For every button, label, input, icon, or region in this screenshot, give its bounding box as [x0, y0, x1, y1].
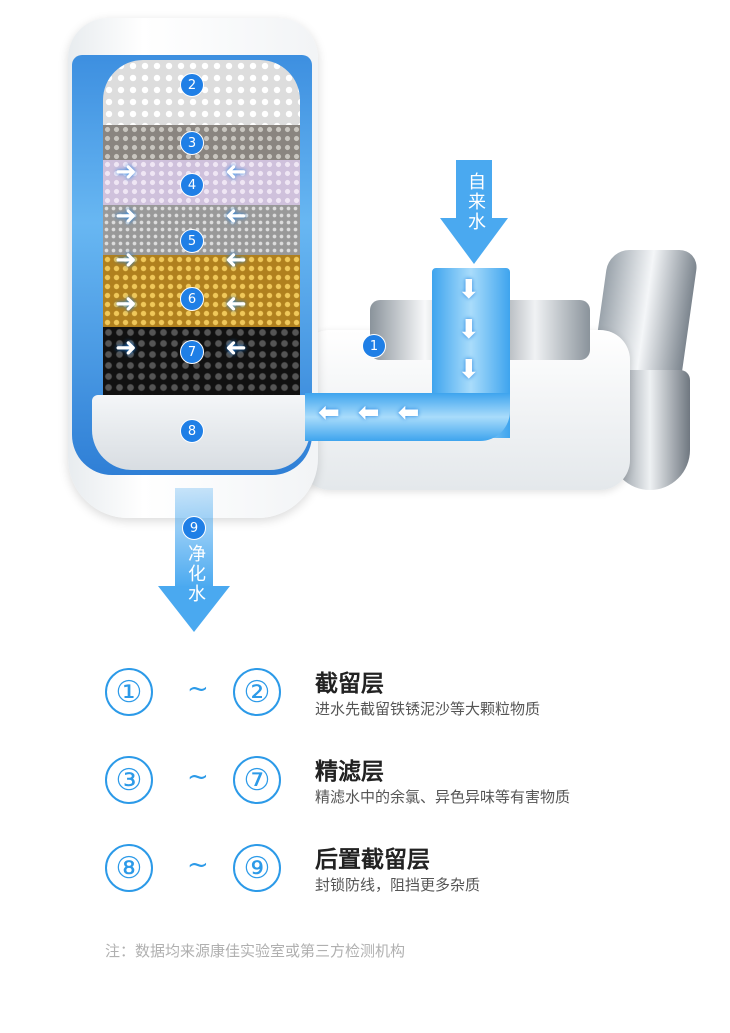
badge-start: ① [105, 668, 153, 716]
badge-3: 3 [180, 131, 204, 155]
flow-arrows-left: ➜➜➜➜➜ [115, 157, 137, 363]
inlet-label: 自来水 [465, 172, 486, 232]
legend-title: 后置截留层 [315, 847, 430, 873]
outlet-label: 净化水 [185, 544, 206, 604]
layer-2-ceramic-balls [103, 60, 300, 125]
badge-2: 2 [180, 73, 204, 97]
outlet-arrow: 9 净化水 [158, 488, 230, 633]
inlet-arrow: 自来水 [440, 160, 508, 265]
layer-7 [103, 327, 300, 395]
inlet-pipe-horizontal [305, 393, 510, 441]
badge-8: 8 [180, 419, 204, 443]
badge-1: 1 [362, 334, 386, 358]
badge-end: ⑨ [233, 844, 281, 892]
badge-9: 9 [182, 516, 206, 540]
range-tilde: ~ [187, 762, 209, 792]
footnote: 注：数据均来源康佳实验室或第三方检测机构 [105, 942, 406, 960]
legend-desc: 精滤水中的余氯、异色异味等有害物质 [315, 788, 571, 806]
legend-title: 精滤层 [315, 759, 384, 785]
legend-title: 截留层 [315, 671, 384, 697]
legend-row: ⑧ ~ ⑨ 后置截留层 封锁防线，阻挡更多杂质 [105, 844, 665, 904]
badge-end: ⑦ [233, 756, 281, 804]
pipe-down-arrows: ⬇⬇⬇ [458, 275, 480, 385]
legend-row: ③ ~ ⑦ 精滤层 精滤水中的余氯、异色异味等有害物质 [105, 756, 665, 816]
badge-7: 7 [180, 340, 204, 364]
legend-desc: 进水先截留铁锈泥沙等大颗粒物质 [315, 700, 541, 718]
flow-arrows-right: ➜➜➜➜➜ [225, 157, 247, 363]
filter-diagram: 2 3 4 5 6 7 8 ➜➜➜➜➜ ➜➜➜➜➜ ⬇⬇⬇ ⬅⬅⬅ 1 自来水 … [68, 18, 700, 633]
badge-start: ⑧ [105, 844, 153, 892]
legend-row: ① ~ ② 截留层 进水先截留铁锈泥沙等大颗粒物质 [105, 668, 665, 728]
range-tilde: ~ [187, 674, 209, 704]
legend-desc: 封锁防线，阻挡更多杂质 [315, 876, 481, 894]
badge-end: ② [233, 668, 281, 716]
pipe-left-arrows: ⬅⬅⬅ [318, 398, 438, 428]
badge-6: 6 [180, 287, 204, 311]
badge-start: ③ [105, 756, 153, 804]
badge-4: 4 [180, 173, 204, 197]
badge-5: 5 [180, 229, 204, 253]
range-tilde: ~ [187, 850, 209, 880]
